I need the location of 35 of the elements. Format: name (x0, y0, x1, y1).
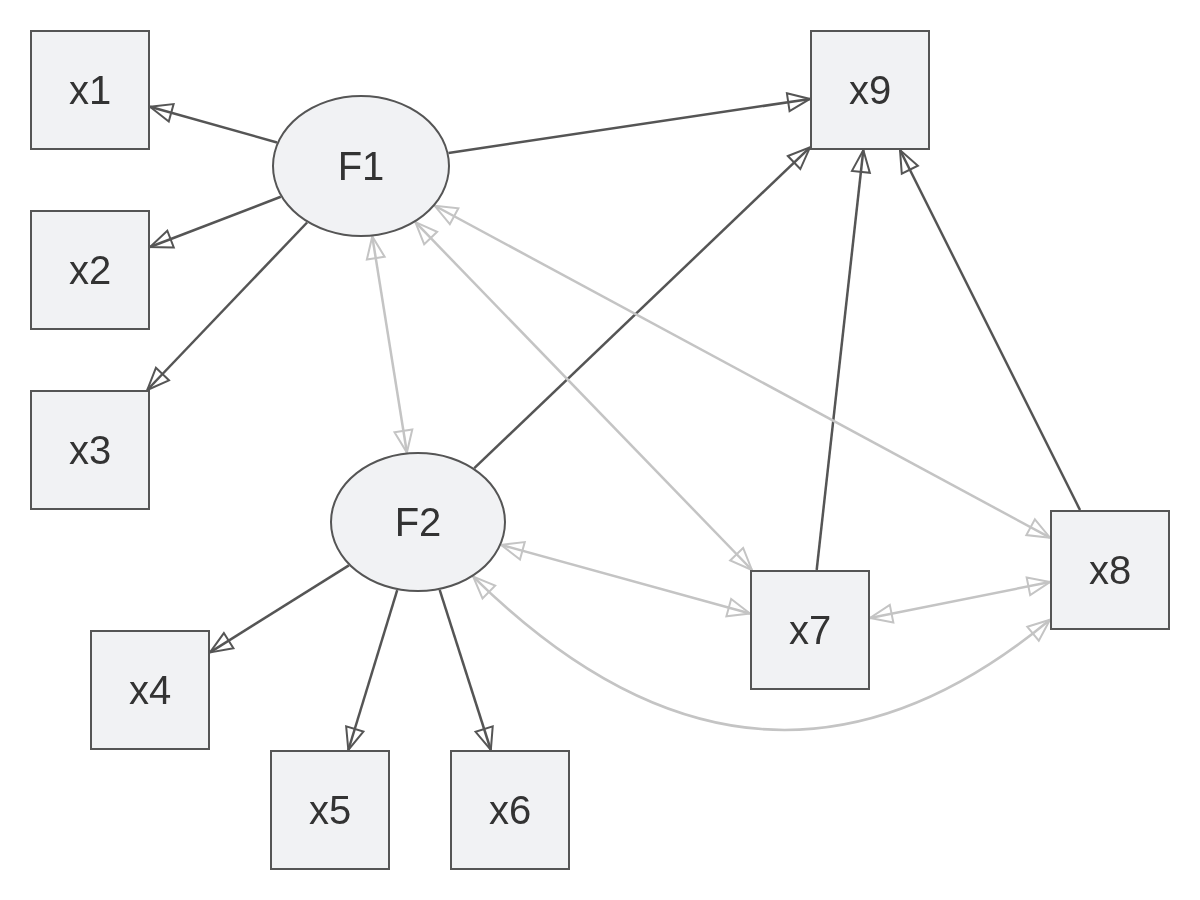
arrow (869, 576, 1051, 624)
variable-box (90, 630, 210, 750)
variable-box (810, 30, 930, 150)
node-label: x5 (308, 787, 352, 834)
arrow (500, 541, 751, 618)
node-label: x8 (1088, 547, 1132, 594)
node-label: x2 (68, 247, 112, 294)
node-label: x6 (488, 787, 532, 834)
variable-box (450, 750, 570, 870)
arrow (438, 589, 494, 751)
variable-box (30, 210, 150, 330)
arrow (414, 221, 753, 571)
arrow (345, 589, 399, 751)
node-label: x3 (68, 427, 112, 474)
arrow (209, 564, 350, 654)
arrow (473, 146, 811, 470)
node-label: F1 (337, 143, 385, 190)
variable-box (1050, 510, 1170, 630)
node-label: x4 (128, 667, 172, 714)
node-label: x1 (68, 67, 112, 114)
arrow (365, 235, 414, 454)
arrow (472, 575, 1051, 731)
arrow (146, 221, 308, 391)
arrow (448, 92, 811, 155)
arrow (815, 149, 871, 571)
node-label: x7 (788, 607, 832, 654)
variable-box (30, 30, 150, 150)
node-label: x9 (848, 67, 892, 114)
variable-box (750, 570, 870, 690)
arrow (149, 103, 278, 144)
arrow (149, 195, 282, 249)
variable-box (270, 750, 390, 870)
arrow (898, 149, 1082, 511)
node-label: F2 (394, 499, 442, 546)
variable-box (30, 390, 150, 510)
